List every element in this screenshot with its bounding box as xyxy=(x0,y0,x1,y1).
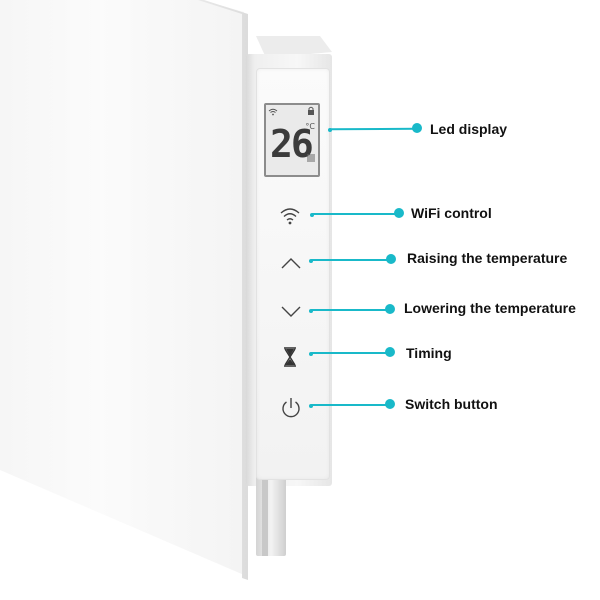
callout-down-anchor xyxy=(309,309,313,313)
heater-legs xyxy=(256,476,286,556)
heater-panel xyxy=(0,0,244,575)
callout-timer-line xyxy=(311,352,390,354)
heater-leg-shadow xyxy=(262,476,268,556)
raise-temperature-icon[interactable] xyxy=(280,256,302,270)
callout-power-line xyxy=(311,404,390,406)
display-heating-icon xyxy=(307,154,315,162)
lower-temperature-icon[interactable] xyxy=(280,305,302,319)
callout-led-dot xyxy=(412,123,422,133)
callout-led-label: Led display xyxy=(430,121,508,137)
wifi-button-icon[interactable] xyxy=(279,206,301,226)
callout-power-dot xyxy=(385,399,395,409)
callout-timer-label: Timing xyxy=(406,345,452,361)
callout-power-anchor xyxy=(309,404,313,408)
callout-down-dot xyxy=(385,304,395,314)
callout-wifi-line xyxy=(312,213,398,215)
power-button-icon[interactable] xyxy=(280,396,302,420)
callout-up-dot xyxy=(386,254,396,264)
timer-button-icon[interactable] xyxy=(283,347,297,367)
led-display: °C 26 xyxy=(264,103,320,177)
callout-power-label: Switch button xyxy=(405,396,498,412)
display-unit: °C xyxy=(305,122,315,131)
callout-up-anchor xyxy=(309,259,313,263)
callout-down-label: Lowering the temperature xyxy=(404,300,576,316)
display-lock-icon xyxy=(308,106,314,115)
callout-down-line xyxy=(311,309,390,311)
display-wifi-icon xyxy=(268,108,278,116)
callout-timer-dot xyxy=(385,347,395,357)
callout-up-label: Raising the temperature xyxy=(407,250,568,266)
callout-wifi-anchor xyxy=(310,213,314,217)
control-housing-top xyxy=(256,36,332,58)
callout-wifi-dot xyxy=(394,208,404,218)
callout-timer-anchor xyxy=(309,352,313,356)
callout-led-line xyxy=(329,127,417,131)
callout-wifi-label: WiFi control xyxy=(411,205,492,221)
display-temperature: 26 xyxy=(270,122,314,166)
callout-up-line xyxy=(311,259,391,261)
